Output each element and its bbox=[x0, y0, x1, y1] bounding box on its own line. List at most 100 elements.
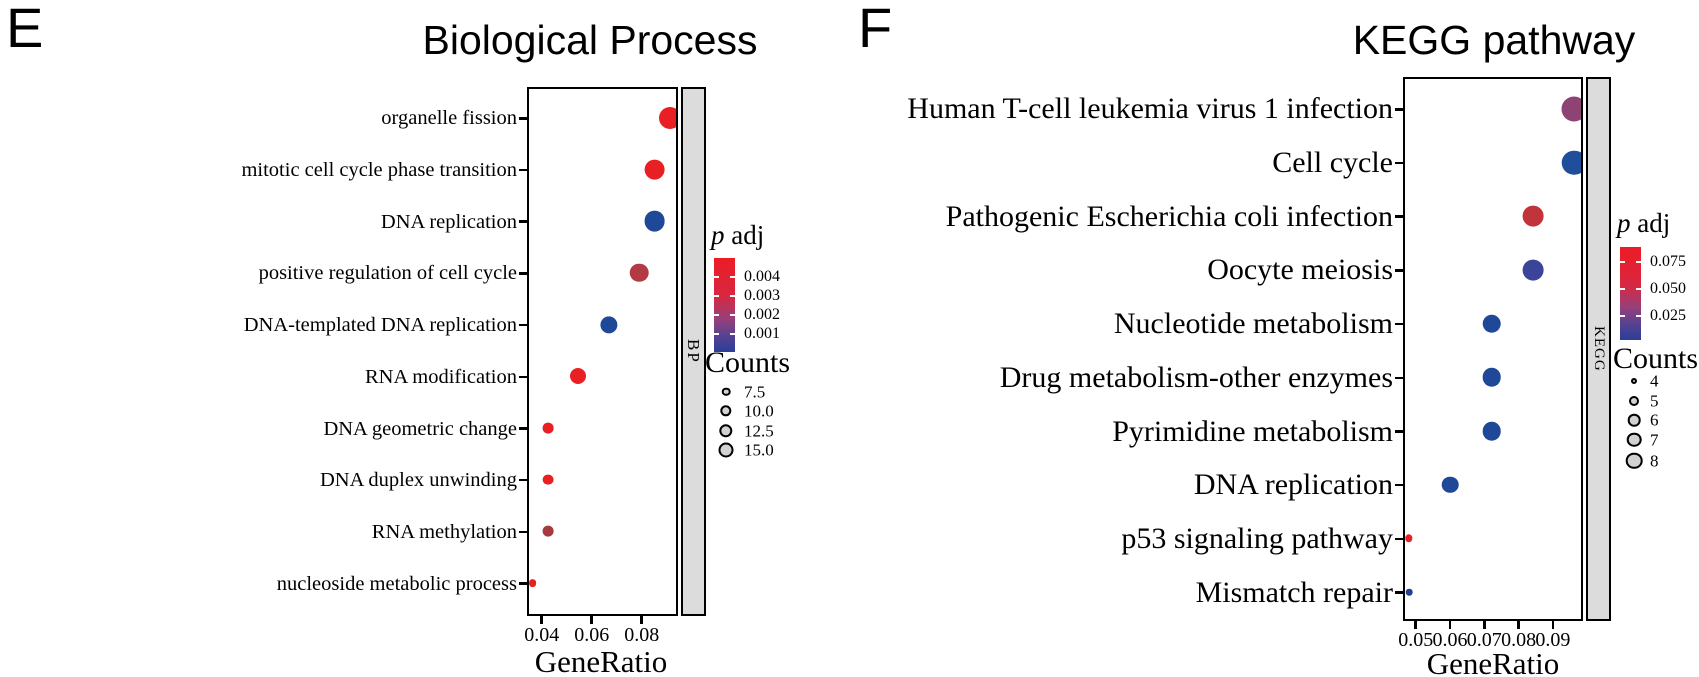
y-axis-label: Cell cycle bbox=[1272, 146, 1393, 179]
padj-legend-title-p: p bbox=[711, 220, 725, 250]
y-axis-label: RNA modification bbox=[364, 365, 517, 388]
y-axis-label: Pathogenic Escherichia coli infection bbox=[945, 199, 1393, 233]
plot-area-bp bbox=[527, 87, 678, 616]
y-axis-tick bbox=[519, 220, 527, 223]
counts-legend-circle bbox=[719, 423, 733, 438]
x-axis-tick bbox=[1551, 621, 1555, 629]
colorbar-tick bbox=[730, 295, 735, 297]
x-axis-tick bbox=[1414, 621, 1417, 629]
colorbar-tick-label: 0.025 bbox=[1650, 306, 1686, 324]
y-axis-tick bbox=[1395, 108, 1403, 111]
counts-legend-circle bbox=[721, 387, 731, 396]
counts-legend-circle bbox=[1626, 432, 1642, 447]
x-axis-title-kegg: GeneRatio bbox=[1426, 646, 1560, 677]
y-axis-tick bbox=[1395, 215, 1403, 218]
y-axis-label: Human T-cell leukemia virus 1 infection bbox=[907, 92, 1393, 126]
counts-legend-circle bbox=[718, 442, 734, 457]
x-axis-tick bbox=[540, 616, 543, 624]
counts-legend-label: 12.5 bbox=[744, 421, 774, 440]
x-axis-tick bbox=[1517, 621, 1520, 629]
y-axis-tick bbox=[519, 117, 527, 120]
counts-legend-title: Counts bbox=[1613, 342, 1699, 375]
facet-strip-bp: BP bbox=[681, 87, 706, 616]
y-axis-label: organelle fission bbox=[381, 107, 517, 130]
x-axis-tick bbox=[1483, 621, 1486, 629]
y-axis-label: positive regulation of cell cycle bbox=[258, 262, 517, 285]
x-axis-tick-label: 0.04 bbox=[524, 624, 560, 646]
colorbar-tick bbox=[730, 314, 735, 316]
counts-legend-label: 10.0 bbox=[744, 401, 774, 421]
counts-legend-circle bbox=[720, 405, 732, 417]
y-axis-label: DNA-templated DNA replication bbox=[243, 313, 517, 336]
data-point bbox=[1441, 476, 1459, 493]
counts-legend-label: 6 bbox=[1650, 410, 1659, 430]
colorbar-tick bbox=[1620, 314, 1625, 317]
x-axis-title-bp: GeneRatio bbox=[534, 644, 668, 677]
colorbar-tick bbox=[1620, 287, 1625, 290]
y-axis-tick bbox=[519, 427, 527, 430]
y-axis-label: p53 signaling pathway bbox=[1121, 521, 1393, 555]
facet-strip-label: KEGG bbox=[1591, 326, 1607, 372]
y-axis-label: DNA replication bbox=[380, 210, 517, 233]
x-axis-tick bbox=[640, 616, 643, 624]
plot-points-layer-bp bbox=[529, 89, 676, 614]
colorbar-tick bbox=[1620, 261, 1625, 263]
y-axis-label: DNA replication bbox=[1193, 468, 1393, 502]
data-point bbox=[570, 368, 587, 385]
y-axis-tick bbox=[519, 272, 527, 275]
y-axis-tick bbox=[519, 478, 527, 482]
y-axis-tick bbox=[1395, 591, 1403, 594]
y-axis-tick bbox=[519, 530, 527, 534]
x-axis-tick-label: 0.08 bbox=[624, 624, 660, 646]
facet-strip-kegg: KEGG bbox=[1586, 77, 1611, 621]
data-point bbox=[1482, 314, 1501, 333]
data-point bbox=[630, 263, 649, 283]
y-axis-label: Drug metabolism-other enzymes bbox=[999, 360, 1393, 394]
y-axis-tick bbox=[1395, 376, 1403, 380]
facet-strip-label: BP bbox=[684, 339, 703, 364]
counts-legend-label: 4 bbox=[1650, 371, 1659, 391]
y-axis-tick bbox=[1395, 269, 1403, 272]
y-axis-tick bbox=[1395, 322, 1403, 326]
data-point bbox=[542, 525, 554, 537]
x-axis-tick-label: 0.07 bbox=[1466, 629, 1502, 651]
plot-points-layer-kegg bbox=[1405, 79, 1581, 619]
counts-legend-label: 15.0 bbox=[744, 440, 774, 459]
counts-legend-label: 7 bbox=[1650, 430, 1659, 449]
colorbar-tick bbox=[714, 276, 719, 278]
y-axis-label: Oocyte meiosis bbox=[1207, 253, 1393, 287]
padj-legend-title-p: p bbox=[1617, 208, 1631, 238]
data-point bbox=[1482, 368, 1501, 387]
data-point bbox=[1405, 534, 1413, 543]
data-point bbox=[542, 474, 554, 486]
y-axis-label: DNA geometric change bbox=[323, 417, 517, 440]
padj-legend-title-adj: adj bbox=[1630, 208, 1671, 238]
y-axis-label: Mismatch repair bbox=[1195, 575, 1393, 609]
y-axis-tick bbox=[1395, 483, 1403, 487]
panel-letter-e: E bbox=[6, 0, 44, 59]
padj-legend-title-adj: adj bbox=[724, 220, 765, 250]
panel-title-kegg-pathway: KEGG pathway bbox=[1352, 17, 1636, 63]
data-point bbox=[542, 422, 554, 434]
x-axis-tick-label: 0.05 bbox=[1398, 629, 1434, 651]
x-axis-tick bbox=[1448, 621, 1452, 629]
plot-area-kegg bbox=[1403, 77, 1583, 621]
colorbar-tick bbox=[1636, 261, 1641, 263]
colorbar-tick-label: 0.003 bbox=[744, 287, 780, 304]
y-axis-label: DNA duplex unwinding bbox=[319, 468, 517, 491]
x-axis-tick-label: 0.06 bbox=[1432, 629, 1468, 651]
y-axis-label: Pyrimidine metabolism bbox=[1112, 414, 1393, 448]
colorbar-tick-label: 0.004 bbox=[744, 268, 780, 285]
data-point bbox=[644, 159, 666, 180]
colorbar-tick-label: 0.002 bbox=[744, 306, 780, 323]
colorbar-tick bbox=[1636, 314, 1641, 317]
y-axis-tick bbox=[519, 168, 527, 172]
colorbar-tick-label: 0.075 bbox=[1650, 253, 1686, 270]
colorbar-tick bbox=[714, 314, 719, 316]
data-point bbox=[658, 106, 676, 129]
y-axis-label: nucleoside metabolic process bbox=[276, 572, 517, 595]
y-axis-tick bbox=[1395, 161, 1403, 165]
data-point bbox=[1562, 150, 1581, 175]
panel-title-biological-process: Biological Process bbox=[422, 17, 758, 63]
